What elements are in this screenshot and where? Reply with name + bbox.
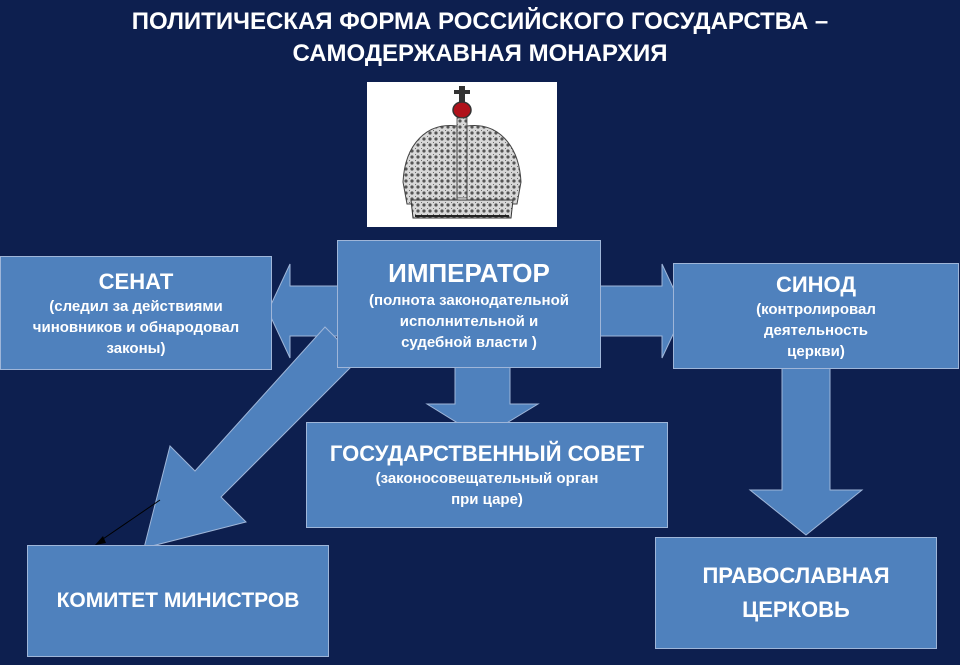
emperor-desc-3: судебной власти ) — [401, 333, 537, 351]
crown-icon — [402, 86, 522, 219]
emperor-desc-1: (полнота законодательной — [369, 291, 569, 309]
pointer-line — [99, 499, 161, 542]
senate-desc-1: (следил за действиями — [49, 297, 223, 315]
state-council-desc-1: (законосовещательный орган — [375, 470, 599, 487]
pointer-head — [95, 536, 106, 545]
synod-desc-3: церкви) — [787, 342, 845, 360]
synod-desc-1: (контролировал — [756, 300, 876, 318]
committee-box: КОМИТЕТ МИНИСТРОВ — [27, 545, 329, 657]
committee-title: КОМИТЕТ МИНИСТРОВ — [56, 589, 300, 612]
state-council-box: ГОСУДАРСТВЕННЫЙ СОВЕТ (законосовещательн… — [306, 422, 668, 528]
title-line-2: САМОДЕРЖАВНАЯ МОНАРХИЯ — [292, 40, 668, 67]
crown-image — [367, 82, 557, 227]
synod-title: СИНОД — [775, 271, 857, 297]
senate-desc-3: законы) — [106, 339, 166, 357]
senate-box: СЕНАТ (следил за действиями чиновников и… — [0, 256, 272, 370]
diagram-title: ПОЛИТИЧЕСКАЯ ФОРМА РОССИЙСКОГО ГОСУДАРСТ… — [0, 6, 960, 70]
synod-box: СИНОД (контролировал деятельность церкви… — [673, 263, 959, 369]
church-line-1: ПРАВОСЛАВНАЯ — [702, 563, 890, 588]
emperor-box: ИМПЕРАТОР (полнота законодательной испол… — [337, 240, 601, 368]
church-line-2: ЦЕРКОВЬ — [742, 597, 850, 622]
arrow-to-committee — [143, 326, 359, 549]
church-box: ПРАВОСЛАВНАЯ ЦЕРКОВЬ — [655, 537, 937, 649]
emperor-desc-2: исполнительной и — [399, 312, 539, 330]
state-council-desc-2: при царе) — [451, 491, 523, 508]
arrow-to-church — [748, 365, 864, 536]
synod-desc-2: деятельность — [764, 321, 868, 339]
arrow-to-state-council — [425, 365, 540, 439]
arrow-to-synod — [597, 263, 685, 359]
senate-title: СЕНАТ — [98, 268, 174, 294]
state-council-title: ГОСУДАРСТВЕННЫЙ СОВЕТ — [329, 441, 645, 466]
emperor-title: ИМПЕРАТОР — [388, 257, 550, 288]
senate-desc-2: чиновников и обнародовал — [32, 318, 240, 336]
title-line-1: ПОЛИТИЧЕСКАЯ ФОРМА РОССИЙСКОГО ГОСУДАРСТ… — [131, 8, 829, 35]
